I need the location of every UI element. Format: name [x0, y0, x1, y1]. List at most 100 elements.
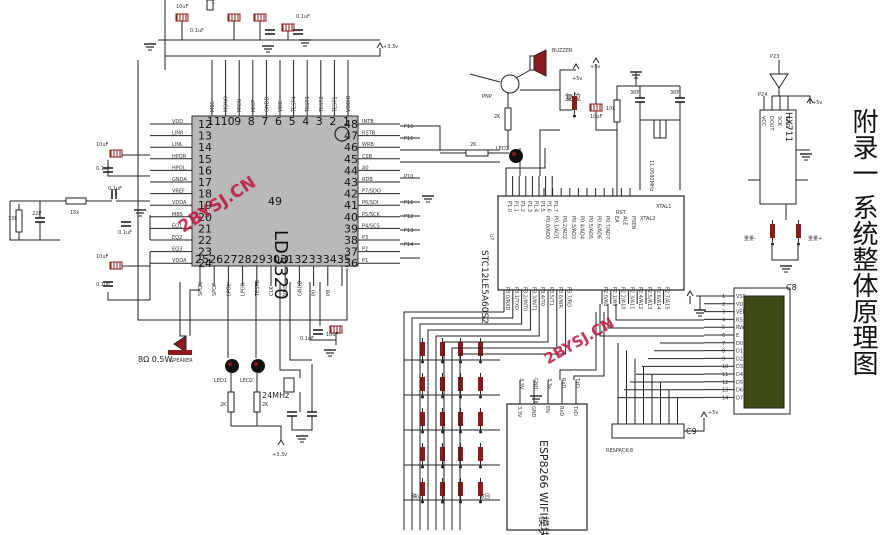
mcu-p1-pin-name: P1.1: [513, 201, 519, 212]
ld-bottom-pin-number: 30: [266, 253, 280, 266]
esp8266-label: ESP8266 WIFI模块: [537, 440, 550, 535]
ld-bottom-pin-number: 27: [223, 253, 237, 266]
mcu-p1-pin-name: P1.4: [532, 201, 538, 212]
ld-top-pin-name: TEST2: [319, 96, 325, 113]
led2-label: LED2: [240, 378, 253, 384]
ld-top-pin-number: 11: [207, 115, 221, 128]
speaker-base: [168, 350, 192, 355]
lcd-pin-number: 7: [722, 341, 725, 347]
keypad-wire: [403, 311, 504, 530]
keypad-button: [440, 373, 445, 399]
wire: [599, 304, 704, 337]
keypad-button: [420, 408, 425, 434]
ld-bottom-pin-number: 33: [309, 253, 323, 266]
mcu-chip: [497, 195, 685, 291]
lcd-pin-number: 8: [722, 349, 725, 355]
ld-right-pin-name: P4/SCS: [362, 223, 380, 229]
crystal-icon: [283, 377, 295, 393]
hx711-pin-name: SCK: [776, 116, 782, 127]
ground-icon: [530, 395, 542, 403]
net-label: P15: [404, 136, 413, 142]
wire: [9, 201, 60, 241]
buzzer-icon: [533, 49, 547, 77]
mcu-rst-label: RST: [616, 210, 627, 216]
ld-crystal-label: 24MHz: [262, 391, 289, 400]
ld-right-pin-number: 39: [344, 222, 358, 235]
speaker-tag: SPEAKER: [170, 358, 193, 364]
cap-label: 10uF: [96, 142, 109, 148]
mcu-p2-pin-name: P2.4/A12: [637, 287, 643, 309]
weight-plus-button: [796, 220, 801, 246]
hx-gate-icon: [769, 73, 789, 89]
ld-top-pin-number: 6: [275, 115, 282, 128]
button-node: [479, 360, 482, 364]
ground-icon: [134, 209, 146, 217]
c22p-capacitor: [35, 217, 45, 223]
ld-top-pin-name: MICP: [251, 100, 257, 112]
ground-icon: [780, 265, 792, 273]
net-label: P16: [404, 124, 413, 130]
ld-bottom-pin-name: LPOR: [241, 282, 247, 296]
keypad-button: [478, 338, 483, 364]
top-decoupling-capacitor: [227, 13, 241, 22]
keypad-wire: [411, 312, 514, 530]
weight-minus-button: [770, 220, 775, 246]
buzzer-resistor: [504, 107, 512, 131]
keypad-button: [440, 443, 445, 469]
ld-right-pin-number: 44: [344, 164, 358, 177]
keypad-wire: [451, 312, 558, 530]
led1-icon: [225, 359, 239, 373]
cap-label: 0.1uF: [96, 282, 110, 288]
ld-left-pin-number: 22: [198, 234, 212, 247]
label-3v3-bottom: +3.3v: [272, 452, 287, 458]
mcu-p1-pin-name: P1.2: [519, 201, 525, 212]
button-node: [421, 465, 424, 469]
net-label: P13: [404, 228, 413, 234]
wire: [796, 95, 811, 104]
mcu-p3-pin-name: P3.4/T0: [539, 287, 545, 306]
ld-bottom-pin-name: P8: [326, 290, 332, 296]
keypad-button: [420, 443, 425, 469]
led3-label: LED3: [496, 146, 509, 152]
button-body: [420, 377, 425, 391]
ground-icon: [422, 195, 434, 203]
lcd-pin-number: 3: [722, 310, 725, 316]
top-decoupling-capacitor: [253, 13, 267, 22]
button-node: [441, 465, 444, 469]
ld-left-pin-number: 23: [198, 246, 212, 259]
weight-minus-label: 重量-: [744, 235, 756, 242]
mcu-top-pin-name: P0.2/AD2: [561, 216, 567, 239]
wire: [469, 73, 501, 83]
mcu-p1-pin-name: P1.5: [539, 201, 545, 212]
ld-left-pin-name: EQ1: [172, 223, 182, 229]
ld-right-pin-name: RSTB: [362, 131, 376, 137]
button-body: [478, 412, 483, 426]
label-5v: +5v: [708, 410, 718, 416]
wire: [559, 312, 597, 380]
ground-icon: [694, 309, 706, 317]
res-label: 33k: [8, 216, 17, 222]
ld-top-pin-number: 1: [343, 115, 350, 128]
ld-left-pin-number: 15: [198, 153, 212, 166]
ld-top-pin-name: MBS: [210, 101, 216, 112]
lcd-pin-name: RS: [736, 317, 743, 323]
led-glint: [254, 362, 258, 366]
esp-pin-name: RxD: [558, 406, 564, 416]
lcd-pin-name: D6: [736, 388, 743, 394]
crystal-load-capacitor: [675, 97, 685, 103]
led-glint: [228, 362, 232, 366]
speaker-icon: [173, 335, 187, 353]
ld-bottom-pin-name: VDD: [283, 285, 289, 296]
pnp-transistor-icon: [500, 74, 520, 94]
lcd-pin-number: 6: [722, 333, 725, 339]
button-node: [479, 430, 482, 434]
ld-top-pin-name: MONO: [224, 96, 230, 112]
ld-right-pin-number: 43: [344, 176, 358, 189]
wire: [595, 111, 617, 131]
pin1-marker-icon: [334, 126, 350, 142]
ld-left-pin-number: 17: [198, 176, 212, 189]
mcu-top-pin-name: P0.6/AD6: [596, 216, 602, 239]
ld-bottom-pin-name: SPON: [198, 282, 204, 296]
ld-top-pin-number: 9: [234, 115, 241, 128]
